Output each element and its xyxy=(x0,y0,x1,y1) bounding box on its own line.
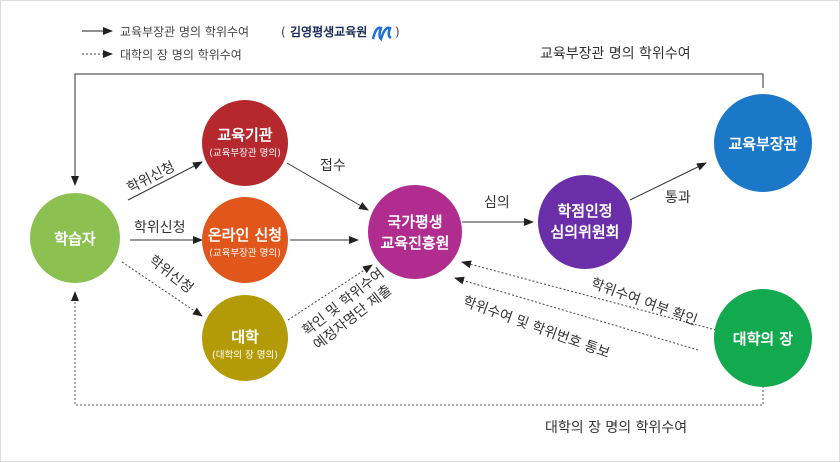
legend-solid: 교육부장관 명의 학위수여 xyxy=(120,25,249,39)
node-subtitle: (교육부장관 명의) xyxy=(209,248,281,259)
bottom-return-arrow xyxy=(71,291,764,406)
node-title: 대학 xyxy=(231,328,259,346)
label-review: 심의 xyxy=(484,195,510,211)
node-title: 교육진흥원 xyxy=(380,234,449,252)
node-title: 학점인정 xyxy=(557,202,612,220)
label-pass: 통과 xyxy=(665,190,691,206)
brand-name: 김영평생교육원 xyxy=(290,24,367,39)
legend-dotted: 대학의 장 명의 학위수여 xyxy=(120,48,242,62)
node-title: 국가평생 xyxy=(387,213,442,231)
node-circle xyxy=(30,193,120,283)
node-online: 온라인 신청 (교육부장관 명의) xyxy=(202,197,288,283)
node-title: 교육부장관 xyxy=(728,135,797,153)
legend-paren: ( xyxy=(281,25,286,39)
legend: 교육부장관 명의 학위수여 ( 김영평생교육원 ) 대학의 장 명의 학위수여 xyxy=(82,23,400,62)
node-committee: 학점인정 심의위원회 xyxy=(538,175,632,269)
top-return-arrow xyxy=(71,73,764,186)
edges xyxy=(71,73,764,406)
label-top: 교육부장관 명의 학위수여 xyxy=(540,46,691,62)
node-title: 대학의 장 xyxy=(733,330,794,348)
node-minister: 교육부장관 xyxy=(714,94,812,192)
node-title: 심의위원회 xyxy=(550,223,619,241)
label-apply-2: 학위신청 xyxy=(134,220,186,236)
brand-logo-icon xyxy=(370,23,392,42)
node-institution: 교육기관 (교육부장관 명의) xyxy=(202,100,288,186)
node-university: 대학 (대학의 장 명의) xyxy=(202,295,288,381)
node-president: 대학의 장 xyxy=(714,289,812,387)
legend-paren: ) xyxy=(395,25,400,39)
label-receive: 접수 xyxy=(320,158,346,174)
node-subtitle: (교육부장관 명의) xyxy=(209,148,281,159)
label-bottom: 대학의 장 명의 학위수여 xyxy=(545,420,687,436)
node-title: 학습자 xyxy=(54,230,96,248)
node-nile: 국가평생 교육진흥원 xyxy=(368,185,462,279)
node-subtitle: (대학의 장 명의) xyxy=(212,350,278,361)
node-title: 교육기관 xyxy=(217,126,272,144)
node-learner: 학습자 xyxy=(30,193,120,283)
node-title: 온라인 신청 xyxy=(208,226,282,244)
